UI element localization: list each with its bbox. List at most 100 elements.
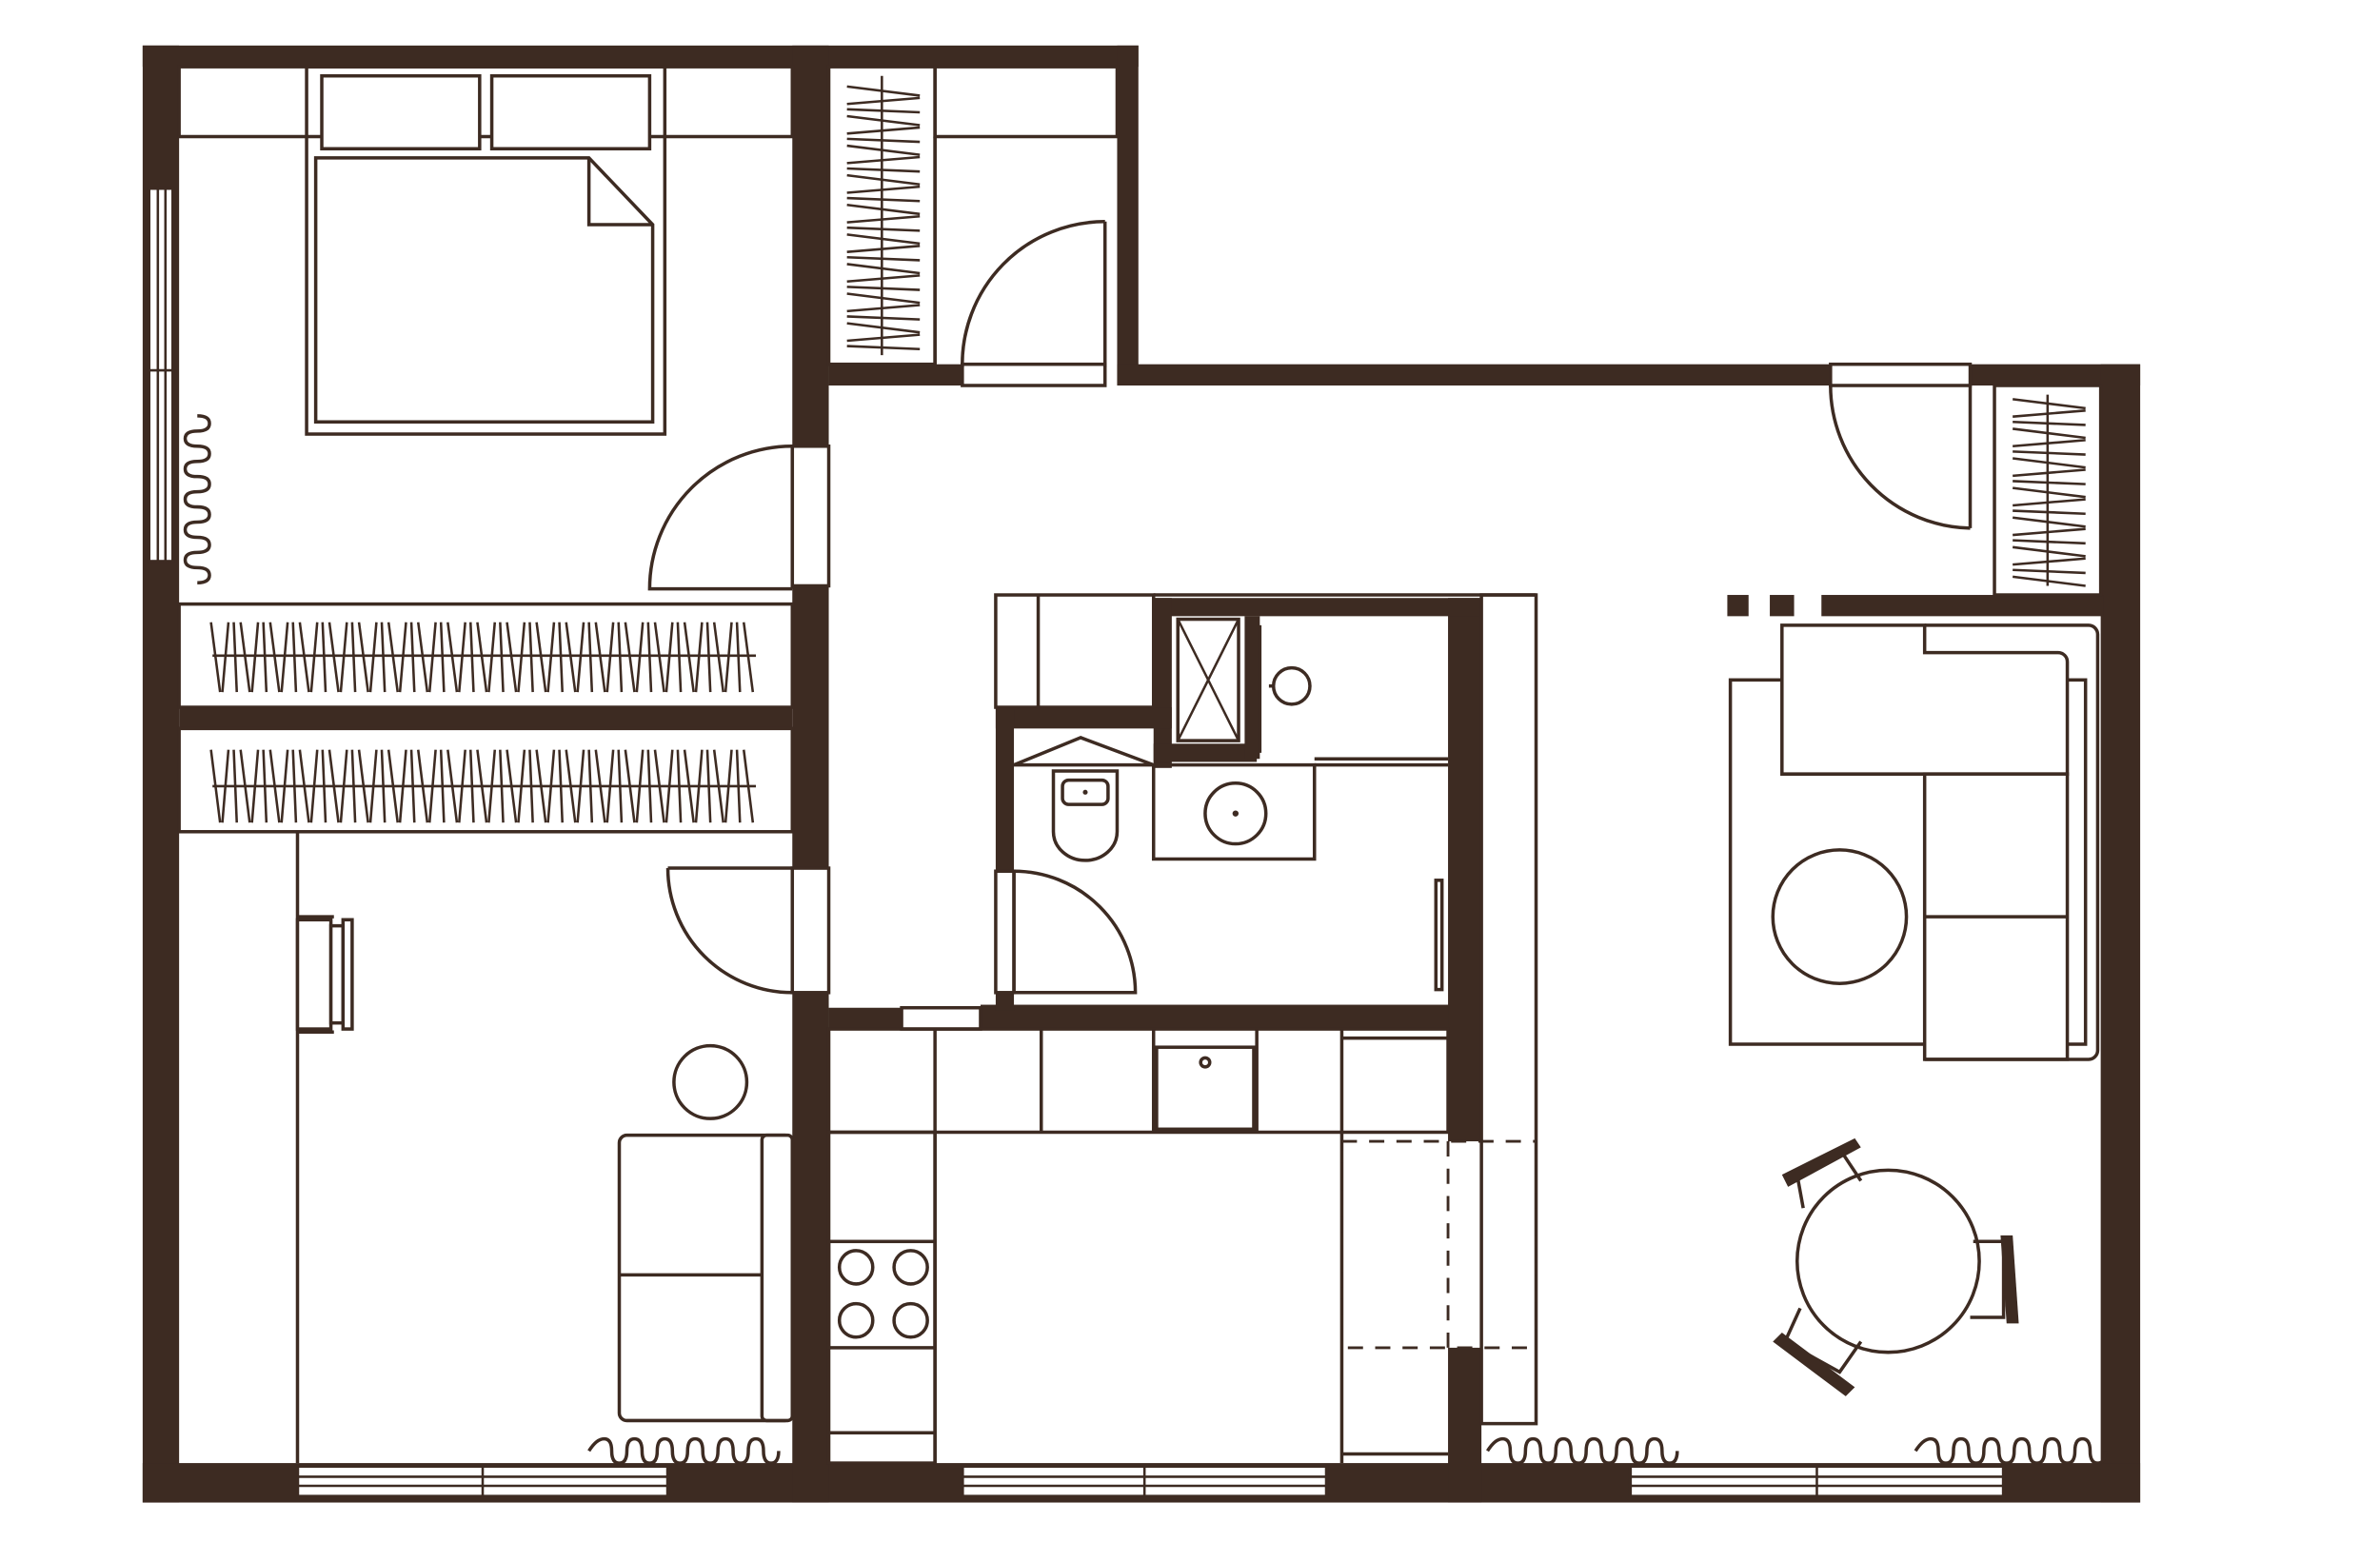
hanger-mark [250, 622, 260, 693]
hanger-mark [398, 749, 407, 823]
hanger-mark [291, 749, 298, 823]
wall-bedroom-right-lower [792, 992, 829, 1503]
wall-bath-bottom-left [828, 1007, 902, 1030]
hanger-mark [221, 749, 230, 823]
wall-stub-1 [1727, 595, 1749, 617]
hanger-mark [327, 622, 340, 693]
wall-bath-right-upper [1448, 598, 1482, 1142]
hanger-mark [846, 245, 921, 253]
kitchen-side-counter [826, 1130, 937, 1465]
hanger-mark [398, 622, 407, 693]
hanger-mark [594, 622, 606, 693]
walk-in-closet [826, 65, 1120, 366]
fridge-outline [1340, 1139, 1537, 1350]
hanger-mark [2012, 516, 2086, 528]
hanger-mark [846, 203, 921, 216]
cooktop-icon [826, 1239, 937, 1350]
hanger-mark [517, 749, 526, 823]
wall-shower-right [1244, 616, 1260, 760]
hanger-mark [209, 622, 222, 693]
wall-shower-left [1153, 598, 1172, 768]
doors [647, 220, 1973, 1031]
hanger-mark [309, 622, 319, 693]
hanger-mark [846, 114, 921, 127]
door-swing-icon [647, 445, 831, 591]
hanger-mark [735, 749, 742, 823]
radiator-icon [1486, 1436, 1679, 1465]
hanger-mark [576, 749, 585, 823]
hanger-mark [280, 749, 289, 823]
wall-wc-left [995, 707, 1015, 872]
hanger-mark [446, 622, 459, 693]
hanger-mark [846, 85, 921, 97]
door-swing-icon [900, 869, 1138, 1031]
wall-between-bedrooms [179, 707, 793, 729]
round-table-icon [1795, 1168, 1981, 1354]
wall-shower-bottom [1153, 743, 1258, 762]
hanger-mark [846, 345, 921, 351]
hanger-mark [846, 185, 921, 194]
hanger-mark [724, 749, 733, 823]
hanger-mark [664, 622, 674, 693]
hanger-mark [2013, 498, 2086, 507]
hanger-mark [427, 622, 437, 693]
hanger-mark [439, 749, 446, 823]
hanger-mark [339, 622, 348, 693]
hanger-mark [2013, 468, 2086, 478]
hanger-mark [2013, 539, 2086, 545]
hanger-mark [416, 622, 429, 693]
hanger-mark [846, 196, 921, 203]
hanger-mark [546, 749, 556, 823]
radiator-icon [183, 414, 211, 585]
hanger-mark [676, 622, 683, 693]
window-icon [295, 1464, 670, 1498]
wardrobe-icon [177, 602, 795, 709]
wall-bedroom-right-mid [792, 585, 829, 869]
hanger-mark [2013, 439, 2086, 448]
hanger-mark [262, 749, 268, 823]
hanger-mark [2013, 527, 2086, 537]
hanger-mark [380, 622, 387, 693]
hanger-mark [468, 749, 475, 823]
hanger-mark [735, 622, 742, 693]
hanger-mark [458, 749, 466, 823]
hanger-mark [221, 622, 230, 693]
hanger-mark [239, 749, 251, 823]
hanger-mark [387, 622, 399, 693]
hanger-mark [2012, 398, 2086, 410]
pillow [489, 73, 652, 151]
hanger-mark [2013, 420, 2086, 426]
hanger-mark [2013, 480, 2086, 485]
wall-bath-right-lower [1448, 1347, 1482, 1503]
hanger-mark [499, 749, 505, 823]
hanger-mark [594, 749, 606, 823]
radiator-icon [587, 1436, 781, 1465]
hanger-mark [846, 286, 921, 291]
hanger-mark [2012, 575, 2086, 587]
hanger-mark [339, 749, 348, 823]
hanger-mark [517, 622, 526, 693]
living-room [1486, 623, 2108, 1465]
window-icon [147, 186, 175, 563]
wall-bath-bottom-right [980, 1004, 1482, 1030]
wall-wc-left-lower [995, 992, 1015, 1011]
hanger-mark [232, 749, 238, 823]
hanger-mark [846, 108, 921, 114]
hanger-mark [387, 749, 399, 823]
hanger-mark [846, 315, 921, 321]
wall-closet-right [1117, 45, 1139, 386]
chair-icon [1970, 1235, 2019, 1324]
window-icon [1628, 1464, 2006, 1498]
hanger-mark [694, 749, 704, 823]
hanger-mark [558, 622, 564, 693]
hanger-mark [846, 167, 921, 173]
hanger-mark [846, 333, 921, 343]
hanger-mark [605, 749, 615, 823]
closet-shelf [933, 65, 1120, 139]
hanger-mark [587, 749, 594, 823]
hanger-mark [846, 96, 921, 106]
hall-cabinet-edge [1479, 593, 1538, 1426]
hanger-mark [646, 749, 653, 823]
hanger-mark [487, 622, 497, 693]
hanger-mark [2013, 557, 2086, 566]
